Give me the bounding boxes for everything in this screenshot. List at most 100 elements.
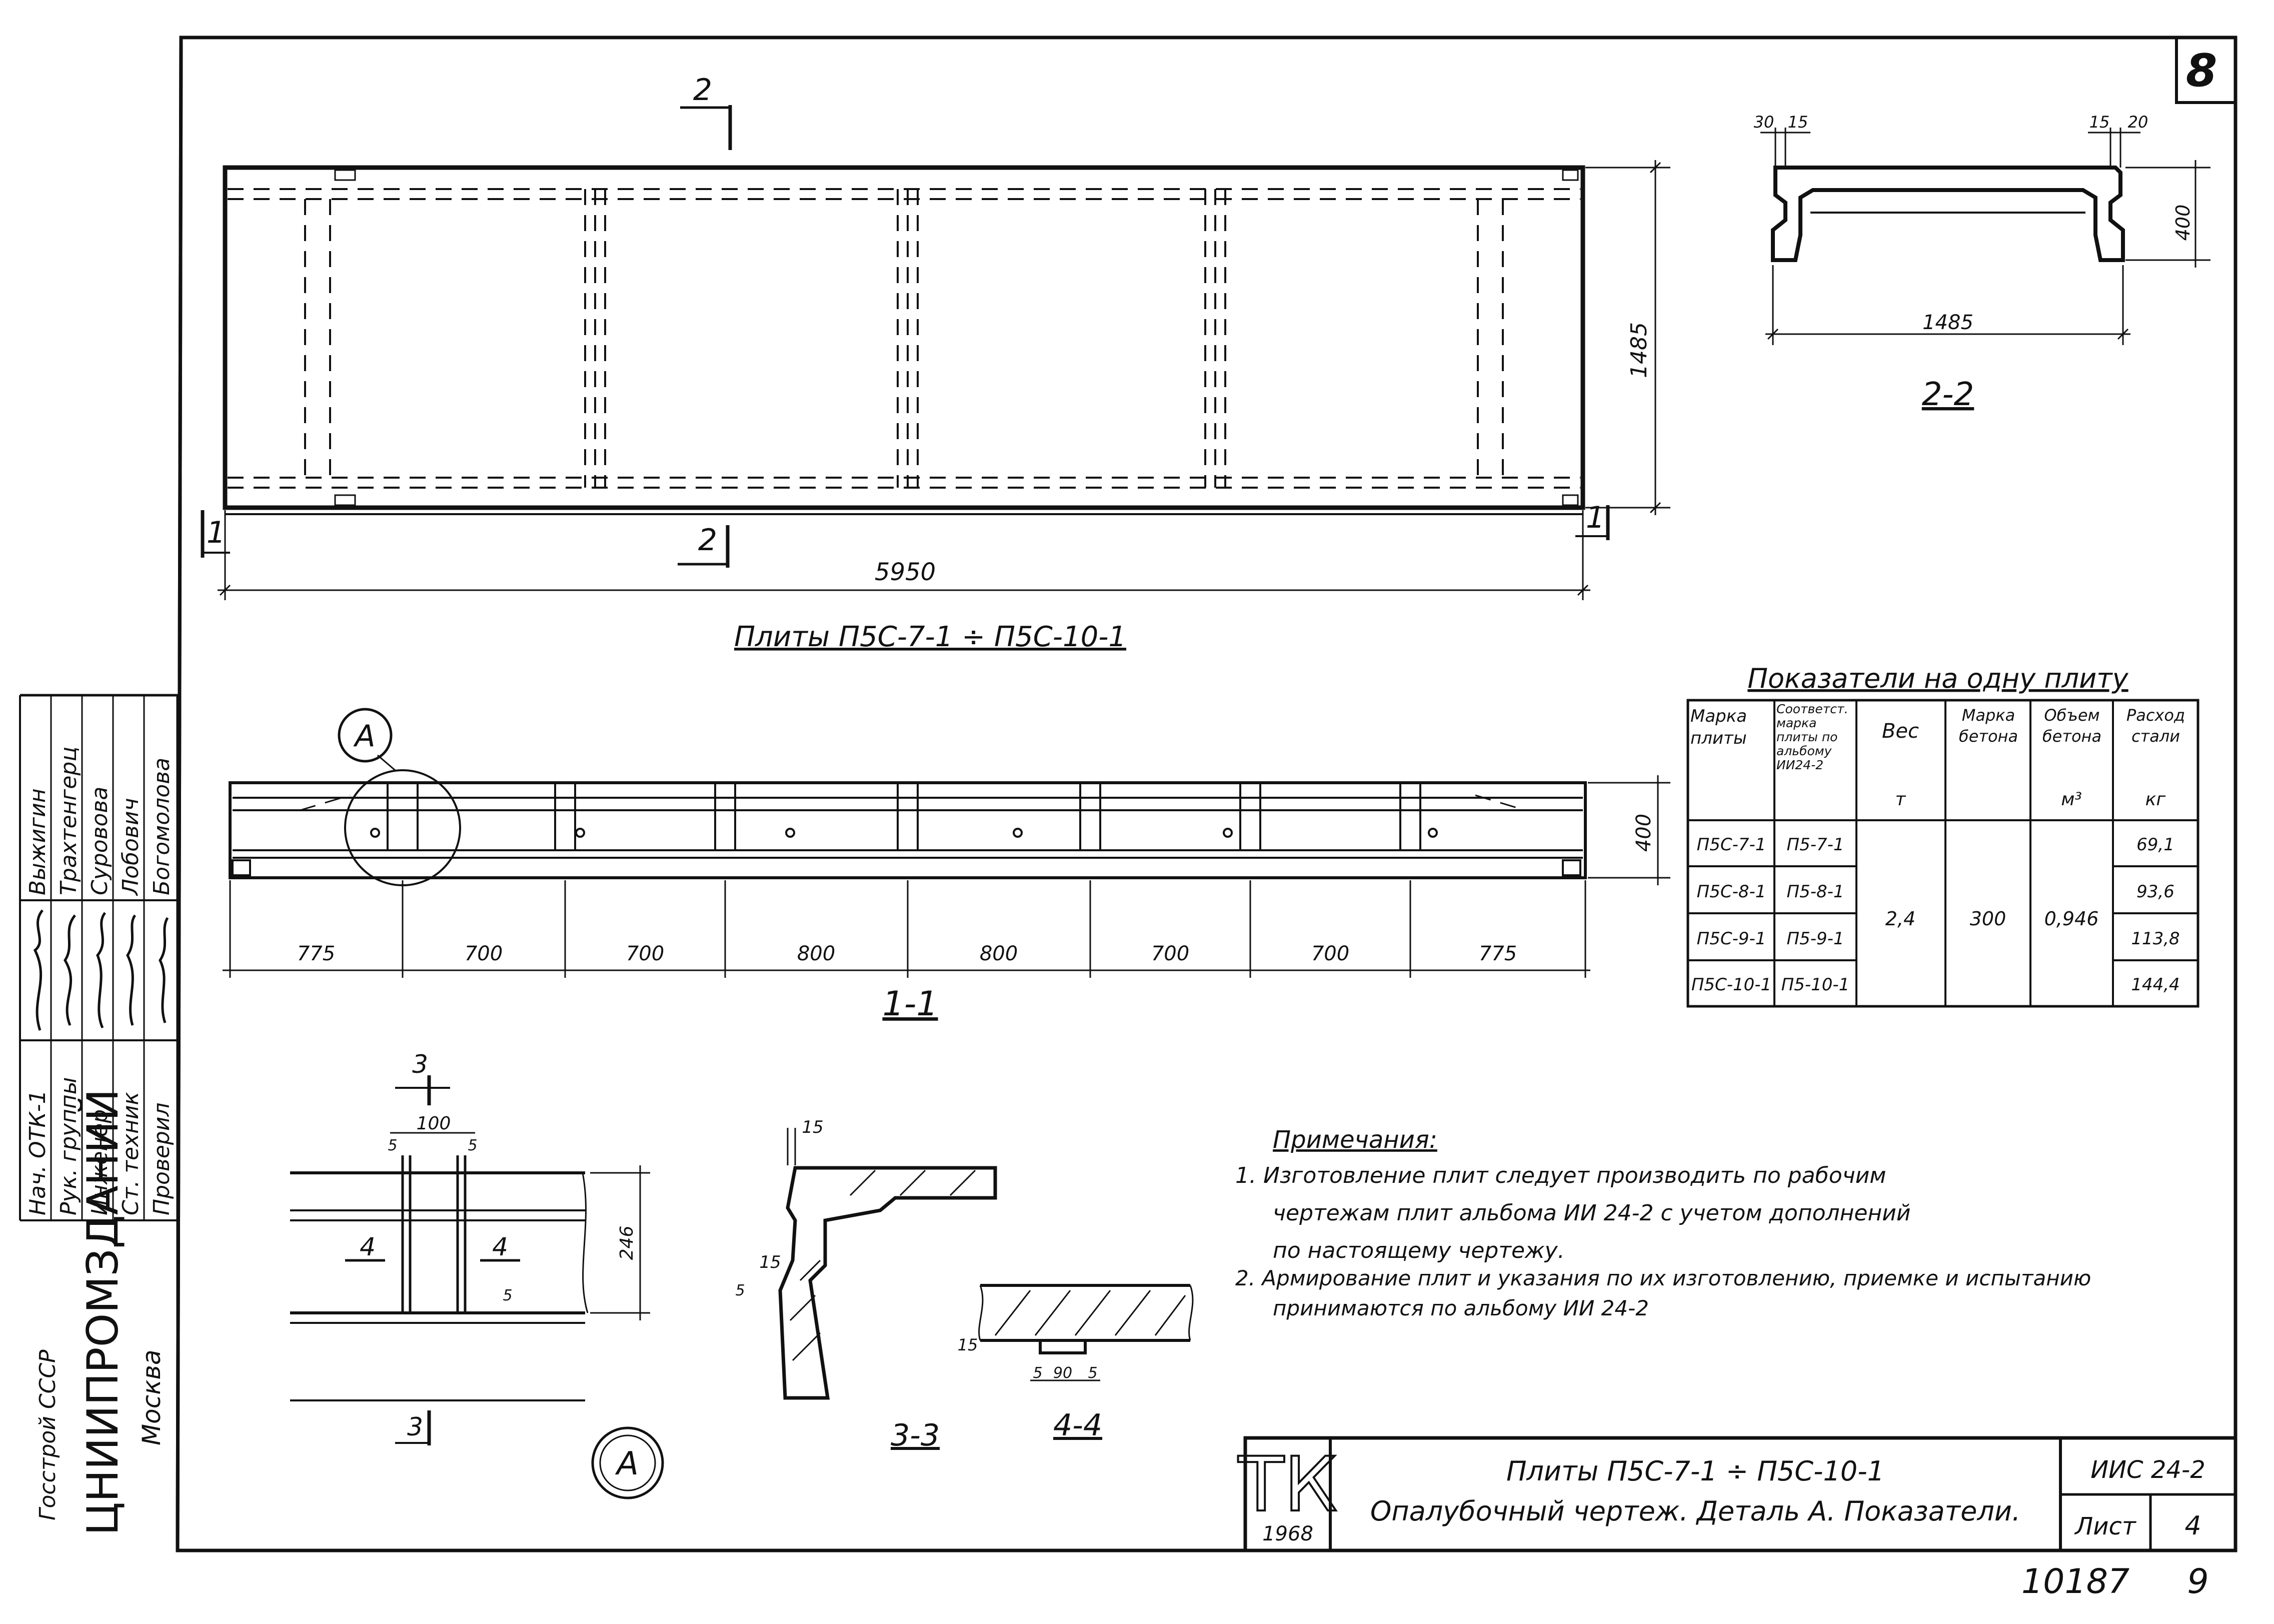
section-1-1-title: 1-1 bbox=[882, 984, 938, 1024]
section-4-4-dim-height: 15 bbox=[958, 1335, 978, 1354]
title-block-album: ИИС 24-2 bbox=[2090, 1456, 2205, 1484]
row-mark: П5С-9-1 bbox=[1697, 929, 1766, 949]
section-2-label-top: 2 bbox=[693, 73, 712, 108]
section-2-2-dim-width: 1485 bbox=[1922, 311, 1973, 334]
detail-a-section-4-right: 4 bbox=[492, 1232, 508, 1261]
section-2-2-dim-tl-b: 15 bbox=[1788, 113, 1808, 132]
row-album-mark: П5-10-1 bbox=[1781, 975, 1850, 995]
tk-logo: ТК bbox=[1238, 1441, 1337, 1528]
section-1-label-right: 1 bbox=[1586, 500, 1605, 535]
title-block-year: 1968 bbox=[1262, 1522, 1313, 1545]
section-4-4: 15 5 90 5 4-4 bbox=[958, 1284, 1194, 1443]
signatures bbox=[33, 909, 169, 1031]
stamp-name: Выжигин bbox=[25, 788, 51, 895]
row-steel: 113,8 bbox=[2131, 929, 2179, 949]
section-2-2: 1485 400 30 15 15 20 2-2 bbox=[1754, 113, 2210, 413]
section-2-2-dim-tl-a: 30 bbox=[1754, 113, 1774, 132]
section-3-3-title: 3-3 bbox=[891, 1418, 940, 1453]
span-dim: 800 bbox=[797, 942, 835, 965]
th-weight: Вес bbox=[1882, 720, 1919, 743]
section-4-4-dim-mid: 90 bbox=[1053, 1364, 1072, 1382]
page-number: 9 bbox=[2187, 1562, 2208, 1601]
detail-a-dim-small: 5 bbox=[503, 1287, 512, 1304]
section-4-4-title: 4-4 bbox=[1053, 1408, 1102, 1443]
table-title: Показатели на одну плиту bbox=[1747, 663, 2128, 694]
detail-a-section-4-left: 4 bbox=[360, 1232, 376, 1261]
section-3-3-dim-side: 15 bbox=[759, 1252, 781, 1272]
span-dimension-line bbox=[223, 880, 1590, 978]
th-album-mark: Соответст. марка плиты по альбому ИИ24-2 bbox=[1776, 702, 1848, 772]
title-block: ТК 1968 Плиты П5С-7-1 ÷ П5С-10-1 Опалубо… bbox=[1237, 1436, 2237, 1552]
span-dim: 800 bbox=[980, 942, 1018, 965]
row-mark: П5С-10-1 bbox=[1691, 975, 1771, 995]
plan-view-title: Плиты П5С-7-1 ÷ П5С-10-1 bbox=[734, 621, 1126, 653]
th-steel: Расход стали bbox=[2126, 706, 2185, 746]
row-mark: П5С-7-1 bbox=[1697, 835, 1766, 855]
detail-a: 100 5 5 246 5 3 3 4 4 А bbox=[290, 1050, 664, 1499]
section-2-2-title: 2-2 bbox=[1922, 376, 1974, 413]
merged-concrete-grade: 300 bbox=[1970, 908, 2006, 930]
title-block-sheet-label: Лист bbox=[2074, 1512, 2137, 1540]
notes-line: по настоящему чертежу. bbox=[1273, 1238, 1565, 1263]
detail-a-dim-rib: 100 bbox=[417, 1113, 451, 1134]
sheet-corner-number: 8 bbox=[2186, 45, 2217, 97]
notes: Примечания: 1. Изготовление плит следует… bbox=[1235, 1126, 2091, 1320]
th-concrete-volume: Объем бетона bbox=[2042, 706, 2102, 746]
side-stamp: Выжигин Трахтенгерц Суровова Лобович Бог… bbox=[19, 694, 179, 1550]
section-3-3-dim-small: 5 bbox=[735, 1282, 745, 1299]
stamp-role: Нач. ОТК-1 bbox=[25, 1090, 51, 1215]
section-4-4-dim-right: 5 bbox=[1088, 1364, 1097, 1382]
merged-weight: 2,4 bbox=[1885, 908, 1915, 930]
unit-volume: м³ bbox=[2061, 789, 2082, 810]
detail-a-dim-height: 246 bbox=[617, 1226, 637, 1260]
title-block-sheet-number: 4 bbox=[2184, 1511, 2201, 1541]
plan-dim-length: 5950 bbox=[875, 558, 936, 586]
unit-steel: кг bbox=[2145, 789, 2166, 810]
stamp-name: Богомолова bbox=[149, 758, 175, 895]
stamp-role: Рук. группы bbox=[56, 1077, 82, 1215]
section-3-3-dim-top: 15 bbox=[802, 1117, 823, 1137]
notes-line: 2. Армирование плит и указания по их изг… bbox=[1235, 1266, 2091, 1290]
merged-concrete-volume: 0,946 bbox=[2044, 908, 2099, 930]
org-city: Москва bbox=[137, 1349, 166, 1445]
section-1-1-dim-height: 400 bbox=[1632, 814, 1655, 852]
row-mark: П5С-8-1 bbox=[1697, 882, 1766, 902]
title-block-title-1: Плиты П5С-7-1 ÷ П5С-10-1 bbox=[1506, 1455, 1884, 1487]
title-block-title-2: Опалубочный чертеж. Деталь А. Показатели… bbox=[1370, 1495, 2020, 1527]
detail-a-dim-gap-right: 5 bbox=[468, 1137, 477, 1154]
span-dim: 775 bbox=[1479, 942, 1517, 965]
th-concrete-grade: Марка бетона bbox=[1958, 706, 2018, 746]
notes-heading: Примечания: bbox=[1273, 1126, 1437, 1154]
section-2-label-bottom: 2 bbox=[698, 523, 717, 558]
detail-a-label: А bbox=[615, 1445, 639, 1482]
row-album-mark: П5-9-1 bbox=[1787, 929, 1844, 949]
detail-a-dim-gap-left: 5 bbox=[388, 1137, 397, 1154]
section-2-2-dim-height: 400 bbox=[2172, 205, 2194, 241]
org-name: ЦНИИПРОМЗДАНИЙ bbox=[78, 1089, 128, 1535]
section-1-1-callout: А bbox=[353, 719, 375, 754]
org-parent: Госстрой СССР bbox=[35, 1349, 61, 1520]
stamp-name: Трахтенгерц bbox=[56, 747, 82, 895]
section-1-1: А 400 775 700 700 800 80 bbox=[223, 708, 1670, 1024]
stamp-role: Инженер bbox=[87, 1109, 113, 1215]
notes-line: принимаются по альбому ИИ 24-2 bbox=[1273, 1296, 1649, 1320]
row-steel: 144,4 bbox=[2131, 975, 2179, 995]
notes-line: 1. Изготовление плит следует производить… bbox=[1235, 1163, 1886, 1188]
plan-view: 2 2 1 1 5950 1485 Плиты П5С-7-1 ÷ П5С-10… bbox=[201, 73, 1670, 653]
plan-dim-width: 1485 bbox=[1626, 322, 1652, 378]
section-2-2-dim-tr-b: 20 bbox=[2128, 113, 2148, 132]
row-album-mark: П5-8-1 bbox=[1787, 882, 1844, 902]
span-dim: 775 bbox=[297, 942, 335, 965]
section-3-3: 15 15 5 3-3 bbox=[735, 1117, 997, 1453]
indicators-table: Показатели на одну плиту Марка плиты Соо… bbox=[1686, 663, 2199, 1008]
th-mark: Марка плиты bbox=[1690, 706, 1747, 749]
row-steel: 93,6 bbox=[2136, 882, 2174, 902]
unit-weight: т bbox=[1895, 789, 1906, 810]
row-steel: 69,1 bbox=[2136, 835, 2174, 855]
row-album-mark: П5-7-1 bbox=[1787, 835, 1844, 855]
section-4-4-dim-left: 5 bbox=[1033, 1364, 1042, 1382]
stamp-role: Проверил bbox=[149, 1102, 175, 1215]
stamp-role: Ст. техник bbox=[118, 1092, 144, 1215]
detail-a-section-3-top: 3 bbox=[412, 1050, 428, 1079]
